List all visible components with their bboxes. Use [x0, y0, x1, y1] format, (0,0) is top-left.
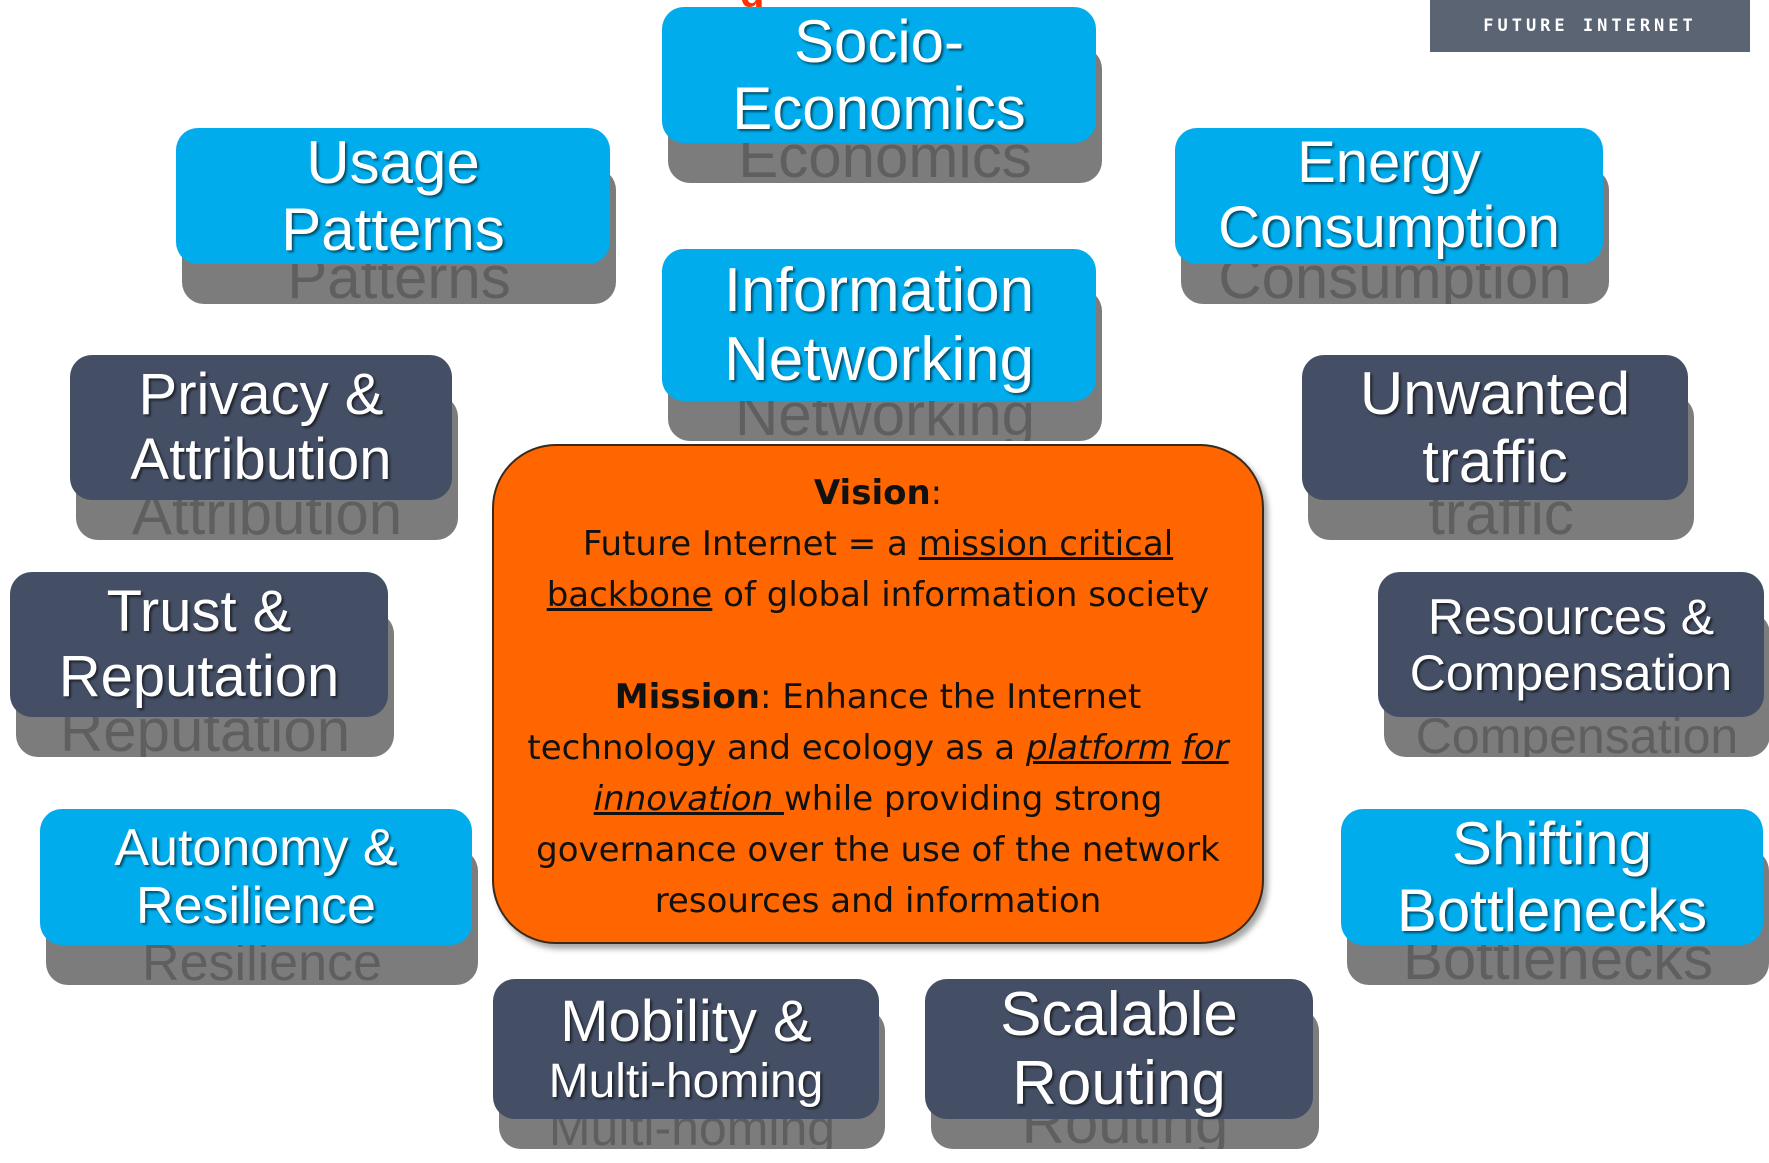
topic-face: Trust & Reputation	[10, 572, 388, 717]
mission-emphasis-2: for innovation	[593, 728, 1229, 819]
future-internet-logo: FUTURE INTERNET	[1430, 0, 1750, 52]
topic-face: Resources & Compensation	[1378, 572, 1764, 717]
topic-face: Privacy & Attribution	[70, 355, 452, 500]
mission-emphasis-1: platform	[1025, 728, 1172, 768]
topic-resources-compensation: Compensation Resources & Compensation	[1378, 572, 1769, 757]
vision-label: Vision	[813, 473, 931, 513]
topic-privacy-attribution: Attribution Privacy & Attribution	[70, 355, 458, 540]
topic-scalable-routing: Routing Scalable Routing	[925, 979, 1319, 1149]
topic-line-1: Shifting	[1451, 809, 1653, 877]
topic-face: Scalable Routing	[925, 979, 1313, 1119]
topic-line-2: Consumption	[1218, 195, 1560, 260]
topic-usage-patterns: Patterns Usage Patterns	[176, 128, 616, 304]
topic-line-2: Bottlenecks	[1396, 877, 1708, 944]
topic-face: Socio- Economics	[662, 7, 1096, 143]
vision-pre: Future Internet = a	[582, 524, 919, 564]
topic-face: Shifting Bottlenecks	[1341, 809, 1763, 945]
topic-line-2: Networking	[723, 325, 1035, 394]
vision-statement: Future Internet = a mission critical back…	[494, 519, 1262, 621]
topic-mobility-multihoming: Multi-homing Mobility & Multi-homing	[493, 979, 885, 1149]
topic-line-1: Mobility &	[560, 988, 812, 1054]
vision-post: of global information society	[712, 575, 1210, 615]
topic-line-1: Resources &	[1427, 588, 1715, 645]
mission-pre: : Enhance the Internet technology and ec…	[527, 677, 1142, 768]
topic-line-2: Routing	[1012, 1049, 1226, 1118]
logo-text: FUTURE INTERNET	[1483, 16, 1697, 36]
vision-colon: :	[930, 473, 943, 513]
vision-emphasis-2: backbone	[546, 575, 713, 615]
topic-line-2: Compensation	[1409, 644, 1733, 701]
topic-face: Energy Consumption	[1175, 128, 1603, 264]
topic-line-1: Autonomy &	[114, 818, 398, 877]
topic-line-2: Resilience	[136, 877, 376, 935]
topic-face: Information Networking	[662, 249, 1096, 401]
topic-line-2: Attribution	[130, 426, 392, 492]
mission-label: Mission	[614, 677, 760, 717]
topic-line-1: Energy	[1297, 130, 1481, 196]
topic-line-2: Multi-homing	[548, 1054, 824, 1108]
topic-face: Usage Patterns	[176, 128, 610, 264]
topic-unwanted-traffic: traffic Unwanted traffic	[1302, 355, 1694, 540]
topic-socio-economics: Economics Socio- Economics	[662, 7, 1102, 183]
topic-line-1: Information	[723, 255, 1035, 325]
topic-energy-consumption: Consumption Energy Consumption	[1175, 128, 1609, 304]
mission-post: while providing strong governance over t…	[536, 779, 1220, 921]
topic-line-1: Privacy &	[138, 361, 384, 427]
topic-line-2: traffic	[1422, 427, 1568, 495]
topic-trust-reputation: Reputation Trust & Reputation	[10, 572, 394, 757]
topic-shifting-bottlenecks: Bottlenecks Shifting Bottlenecks	[1341, 809, 1769, 985]
vision-mission-box: Vision: Future Internet = a mission crit…	[492, 444, 1264, 944]
topic-line-1: Usage	[306, 128, 480, 196]
vision-emphasis-1: mission critical	[918, 524, 1174, 564]
topic-line-1: Socio-	[793, 7, 965, 75]
vision-heading: Vision:	[494, 468, 1262, 519]
topic-face: Autonomy & Resilience	[40, 809, 472, 945]
topic-line-1: Unwanted	[1359, 360, 1631, 428]
topic-autonomy-resilience: Resilience Autonomy & Resilience	[40, 809, 478, 985]
topic-line-2: Economics	[732, 75, 1026, 142]
topic-line-2: Reputation	[58, 643, 340, 709]
topic-line-1: Scalable	[1000, 979, 1238, 1049]
topic-line-1: Trust &	[106, 578, 292, 644]
topic-information-networking: Networking Information Networking	[662, 249, 1102, 441]
mission-statement: Mission: Enhance the Internet technology…	[494, 672, 1262, 927]
topic-line-2: Patterns	[281, 196, 505, 263]
topic-face: Mobility & Multi-homing	[493, 979, 879, 1119]
topic-face: Unwanted traffic	[1302, 355, 1688, 500]
